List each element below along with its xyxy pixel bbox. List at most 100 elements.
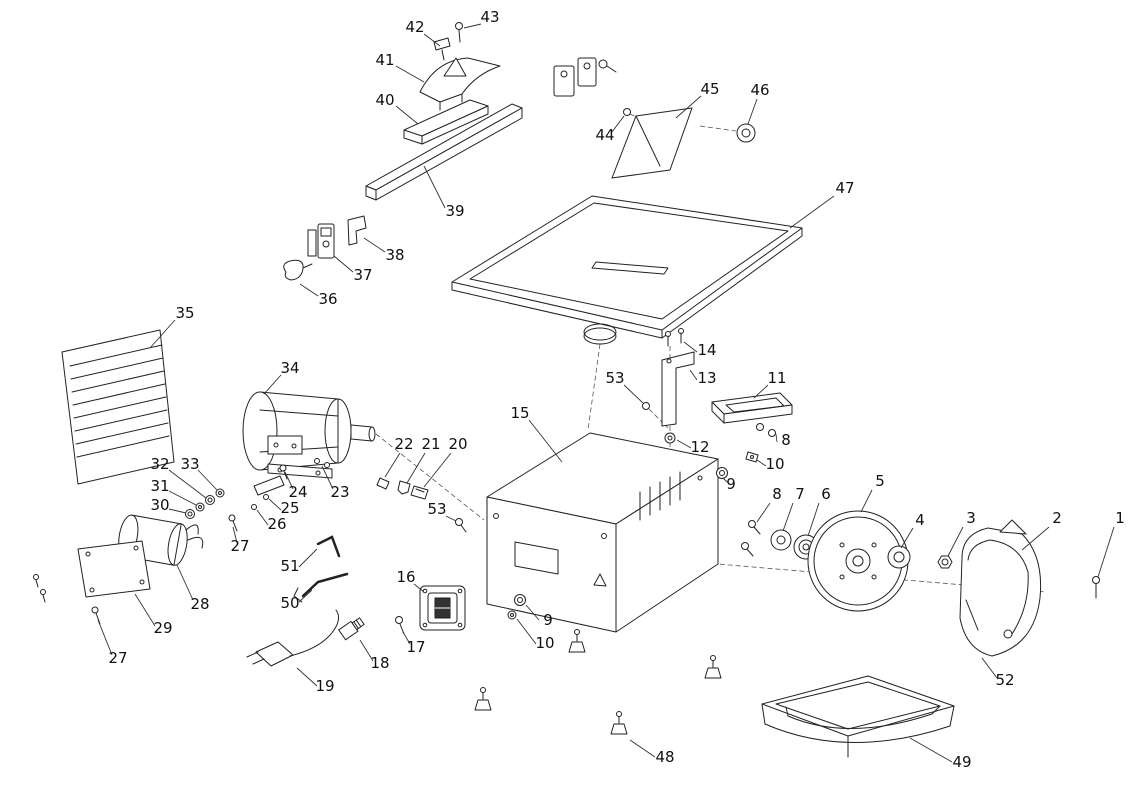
part-hex-key-51 [316, 535, 341, 558]
leader-line-53-15 [623, 384, 644, 404]
part-screws-8-upper [756, 423, 776, 437]
part-label-12-19: 12 [690, 438, 709, 456]
leader-line-52-55 [981, 657, 998, 679]
part-rail-39 [365, 103, 523, 201]
leader-line-30-33 [168, 508, 187, 514]
leader-line-4-39 [900, 527, 914, 549]
part-label-38-9: 38 [385, 246, 404, 264]
leader-line-49-57 [909, 737, 953, 763]
leader-line-50-46 [298, 589, 313, 603]
part-label-40-3: 40 [375, 91, 394, 109]
part-wrench-50 [293, 572, 349, 603]
part-washers-30-33 [185, 488, 225, 519]
leader-line-13-16 [689, 369, 698, 381]
leader-line-6-31 [807, 502, 820, 537]
part-screws-23 [314, 458, 330, 468]
part-label-10-50: 10 [535, 634, 554, 652]
leader-line-31-28 [168, 490, 197, 506]
part-label-27-53: 27 [108, 649, 127, 667]
part-label-50-46: 50 [280, 594, 299, 612]
leader-line-2-41 [1021, 526, 1050, 551]
part-small-parts-20-21-22 [376, 477, 429, 500]
leader-line-36-11 [299, 283, 319, 297]
leader-line-44-6 [611, 115, 625, 133]
part-bolt-10-lower [507, 610, 517, 620]
leader-line-23-35 [321, 465, 334, 490]
part-label-7-30: 7 [795, 485, 805, 503]
leader-line-11-17 [753, 384, 769, 399]
part-vent-cover-35 [61, 329, 175, 485]
part-label-1-42: 1 [1115, 509, 1125, 527]
leader-line-41-2 [395, 65, 425, 83]
leader-line-8-29 [756, 502, 771, 523]
part-washer-9-lower [514, 594, 526, 606]
part-label-31-28: 31 [150, 477, 169, 495]
part-label-15-18: 15 [510, 404, 529, 422]
part-label-28-47: 28 [190, 595, 209, 613]
part-label-27-43: 27 [230, 537, 249, 555]
leader-line-33-26 [197, 469, 218, 491]
leader-line-1-42 [1097, 526, 1115, 578]
part-label-23-35: 23 [330, 483, 349, 501]
leader-line-29-49 [134, 593, 156, 627]
part-label-49-57: 49 [952, 753, 971, 771]
part-label-3-40: 3 [966, 509, 976, 527]
leader-line-21-22 [406, 452, 426, 484]
part-label-32-25: 32 [150, 455, 169, 473]
leader-line-12-19 [676, 439, 692, 449]
leader-line-19-54 [296, 667, 318, 687]
part-label-44-6: 44 [595, 126, 614, 144]
leader-line-45-4 [675, 95, 702, 119]
part-clamp-24-25-26 [251, 464, 288, 510]
part-label-16-45: 16 [396, 568, 415, 586]
part-label-11-17: 11 [767, 369, 786, 387]
part-chute-45 [611, 107, 693, 179]
part-power-cord-19 [246, 609, 340, 667]
leader-line-26-37 [256, 509, 269, 526]
part-label-53-15: 53 [605, 369, 624, 387]
part-label-22-21: 22 [394, 435, 413, 453]
part-screw-53-lower [455, 518, 467, 533]
part-label-34-14: 34 [280, 359, 299, 377]
part-label-4-39: 4 [915, 511, 925, 529]
leader-line-46-5 [747, 98, 758, 125]
leader-line-18-52 [359, 639, 374, 662]
leader-line-51-44 [298, 548, 318, 568]
part-label-17-51: 17 [406, 638, 425, 656]
leader-line-32-25 [168, 469, 207, 499]
part-label-53-38: 53 [427, 500, 446, 518]
part-extrusion-40 [403, 99, 489, 145]
leader-line-53-38 [445, 515, 457, 522]
part-label-5-32: 5 [875, 472, 885, 490]
part-washer-9-upper [716, 467, 728, 479]
part-switch-plate-37 [307, 223, 335, 259]
leader-line-15-18 [528, 419, 563, 463]
part-label-39-8: 39 [445, 202, 464, 220]
part-label-43-1: 43 [480, 8, 499, 26]
part-label-35-12: 35 [175, 304, 194, 322]
part-arbor-bolt-3 [937, 555, 953, 569]
part-label-9-48: 9 [543, 611, 553, 629]
part-screw-53-upper [642, 402, 650, 410]
part-table-top-47 [451, 195, 803, 345]
leader-line-9-27 [722, 477, 728, 483]
leader-line-28-47 [176, 564, 194, 601]
part-label-37-10: 37 [353, 266, 372, 284]
leader-line-14-13 [683, 341, 698, 353]
part-screws-14 [665, 328, 684, 347]
part-strain-relief-18 [338, 617, 365, 641]
part-knob-46 [736, 123, 756, 143]
part-label-47-7: 47 [835, 179, 854, 197]
part-label-42-0: 42 [405, 18, 424, 36]
part-washer-12 [664, 432, 676, 444]
part-bolt-10-upper [745, 451, 759, 463]
part-angle-lock-block [553, 57, 617, 97]
part-label-30-33: 30 [150, 496, 169, 514]
part-label-24-34: 24 [288, 483, 307, 501]
part-screw-1 [1092, 576, 1100, 599]
leader-line-37-10 [333, 255, 354, 273]
part-label-13-16: 13 [697, 369, 716, 387]
leader-line-16-45 [413, 583, 425, 593]
part-label-21-22: 21 [421, 435, 440, 453]
part-label-25-36: 25 [280, 499, 299, 517]
